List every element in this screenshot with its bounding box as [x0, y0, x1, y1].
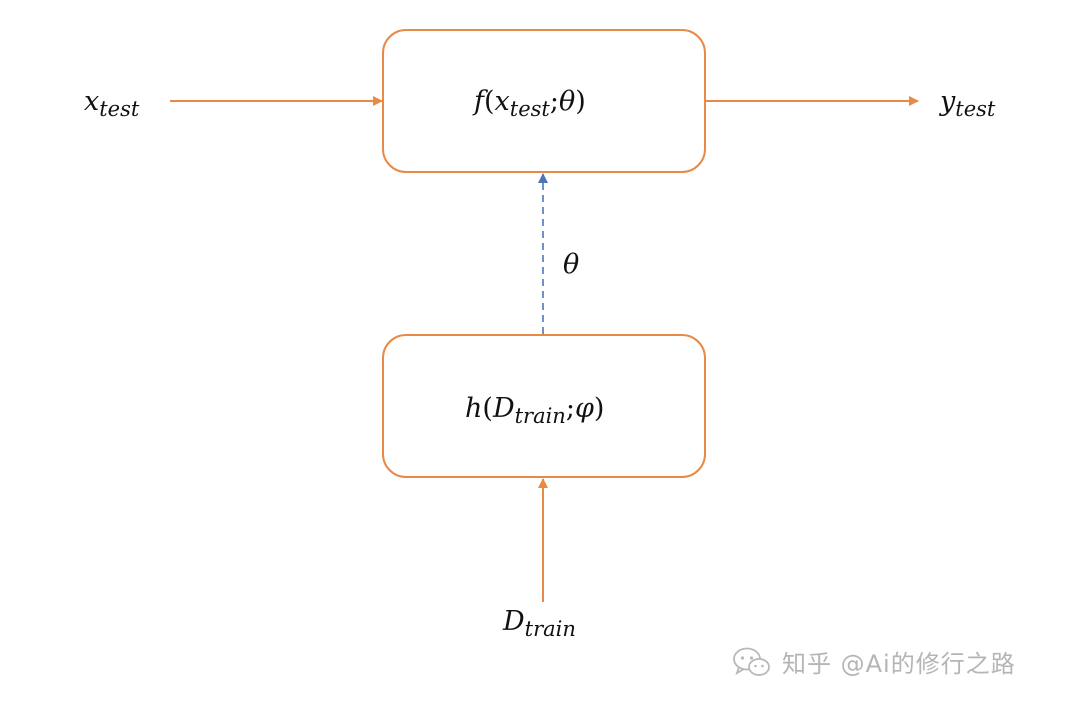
output-label: ytest: [940, 86, 995, 120]
train-input-var: D: [503, 606, 525, 637]
output-subscript: test: [955, 97, 996, 121]
learner-param: θ: [558, 86, 576, 117]
parameter-symbol: θ: [563, 249, 580, 280]
watermark: 知乎 @Ai的修行之路: [732, 646, 1016, 682]
meta-learner-box: [382, 334, 706, 478]
learner-function-label: f(xtest;θ): [474, 86, 586, 121]
train-input-label: Dtrain: [503, 606, 576, 640]
learner-fn-name: f: [474, 86, 484, 117]
input-label: xtest: [84, 86, 139, 120]
meta-learner-function-label: h(Dtrain;φ): [465, 393, 605, 428]
meta-fn-name: h: [465, 393, 483, 424]
output-var: y: [940, 86, 956, 117]
meta-arg-var: D: [492, 393, 515, 424]
meta-arg-subscript: train: [514, 404, 566, 428]
parameter-label: θ: [563, 251, 579, 278]
watermark-text: 知乎 @Ai的修行之路: [782, 650, 1016, 678]
learner-arg-subscript: test: [509, 97, 550, 121]
learner-box: [382, 29, 706, 173]
wechat-icon: [732, 646, 772, 682]
train-input-subscript: train: [524, 617, 576, 641]
learner-arg-var: x: [494, 86, 510, 117]
input-var: x: [84, 86, 100, 117]
meta-param: φ: [574, 393, 594, 424]
input-subscript: test: [99, 97, 140, 121]
